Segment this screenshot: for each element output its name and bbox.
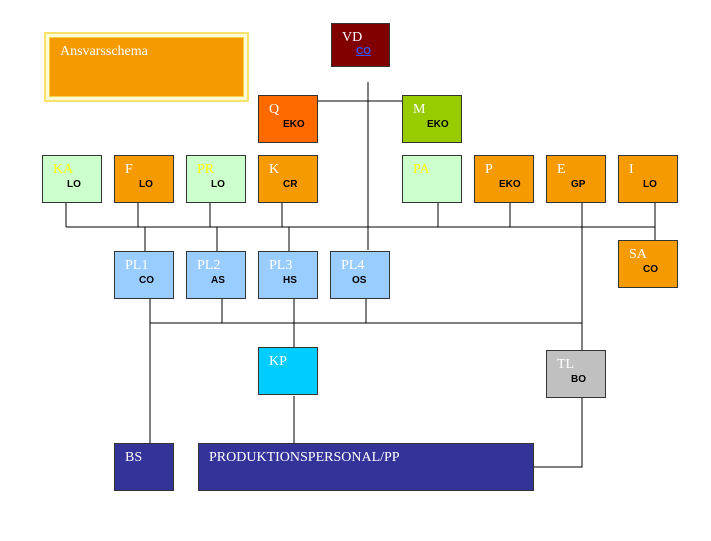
node-i-sub: LO — [643, 179, 657, 190]
node-vd-code: VD — [342, 30, 363, 45]
node-pl1-sub: CO — [139, 275, 154, 286]
node-sa-sub: CO — [643, 264, 658, 275]
node-pl1-code: PL1 — [125, 258, 149, 273]
node-ka: KA LO — [42, 155, 102, 203]
node-pl2-sub: AS — [211, 275, 225, 286]
node-ka-code: KA — [53, 162, 74, 177]
node-kp: KP — [258, 347, 318, 395]
node-q-code: Q — [269, 102, 280, 117]
node-pl2-code: PL2 — [197, 258, 221, 273]
node-vd-sub[interactable]: CO — [356, 46, 371, 57]
node-p-code: P — [485, 162, 493, 177]
node-i: I LO — [618, 155, 678, 203]
node-pp-code: PRODUKTIONSPERSONAL/PP — [209, 450, 400, 465]
node-tl: TL BO — [546, 350, 606, 398]
node-pl2: PL2 AS — [186, 251, 246, 299]
node-k-sub: CR — [283, 179, 298, 190]
node-q-sub: EKO — [283, 119, 305, 130]
node-k: K CR — [258, 155, 318, 203]
node-m-sub: EKO — [427, 119, 449, 130]
node-bs: BS — [114, 443, 174, 491]
node-p-sub: EKO — [499, 179, 521, 190]
node-pl3: PL3 HS — [258, 251, 318, 299]
connector-tl-pp — [534, 398, 583, 468]
node-i-code: I — [629, 162, 634, 177]
node-e-code: E — [557, 162, 566, 177]
node-kp-code: KP — [269, 354, 287, 369]
node-m: M EKO — [402, 95, 462, 143]
node-pa-code: PA — [413, 162, 430, 177]
node-pl3-sub: HS — [283, 275, 297, 286]
node-pl3-code: PL3 — [269, 258, 293, 273]
node-tl-code: TL — [557, 357, 575, 372]
chart-title-box: Ansvarsschema — [44, 32, 249, 102]
node-ka-sub: LO — [67, 179, 81, 190]
node-bs-code: BS — [125, 450, 143, 465]
node-f-code: F — [125, 162, 133, 177]
node-vd: VD CO — [331, 23, 390, 67]
node-pr-sub: LO — [211, 179, 225, 190]
node-e: E GP — [546, 155, 606, 203]
node-p: P EKO — [474, 155, 534, 203]
node-sa-code: SA — [629, 247, 647, 262]
node-pr: PR LO — [186, 155, 246, 203]
node-q: Q EKO — [258, 95, 318, 143]
node-pa: PA — [402, 155, 462, 203]
node-sa: SA CO — [618, 240, 678, 288]
node-f-sub: LO — [139, 179, 153, 190]
node-e-sub: GP — [571, 179, 586, 190]
node-pr-code: PR — [197, 162, 215, 177]
node-pl4: PL4 OS — [330, 251, 390, 299]
node-m-code: M — [413, 102, 426, 117]
chart-title: Ansvarsschema — [60, 44, 148, 59]
node-pl4-code: PL4 — [341, 258, 365, 273]
node-k-code: K — [269, 162, 280, 177]
node-pl4-sub: OS — [352, 275, 367, 286]
node-f: F LO — [114, 155, 174, 203]
node-pp: PRODUKTIONSPERSONAL/PP — [198, 443, 534, 491]
node-tl-sub: BO — [571, 374, 586, 385]
node-pl1: PL1 CO — [114, 251, 174, 299]
